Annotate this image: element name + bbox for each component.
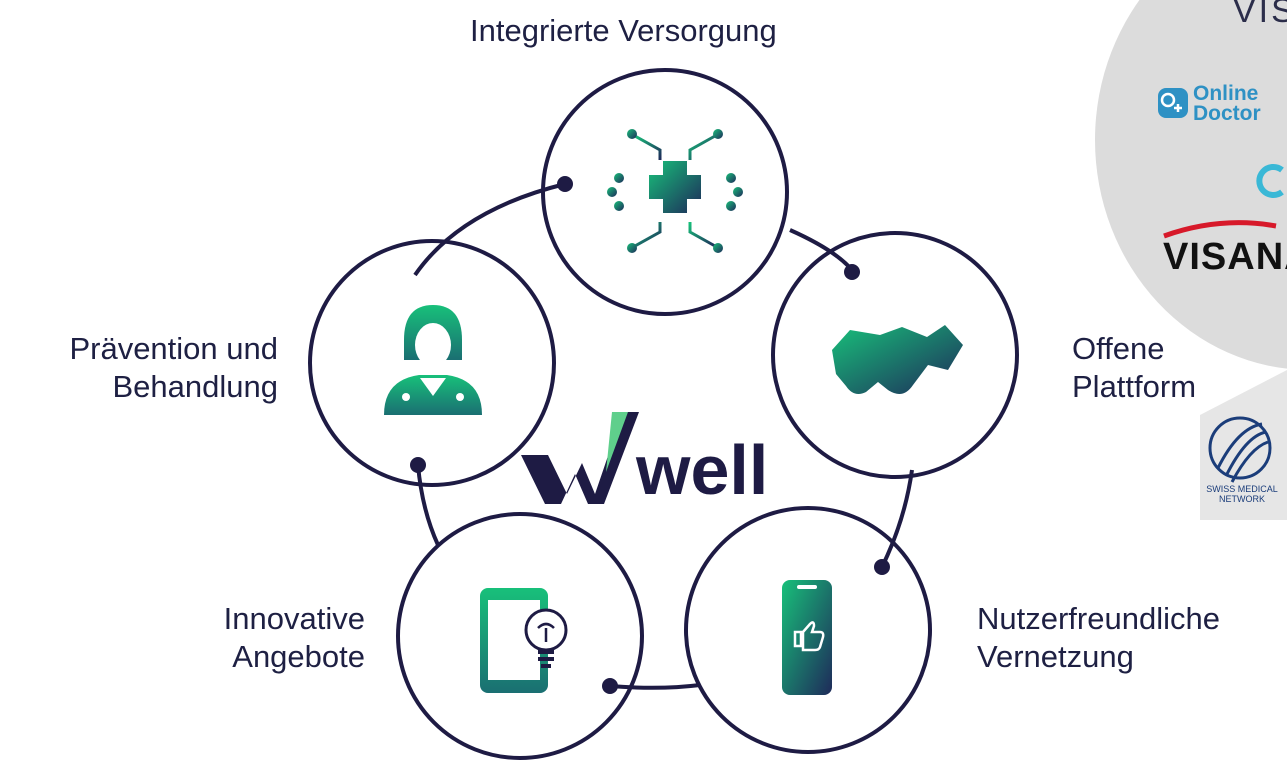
node-circle-vernetzung [684, 506, 932, 754]
online-doctor-logo [1158, 88, 1188, 118]
label-offene-line1: Offene [1072, 331, 1165, 366]
label-praevention-line1: Prävention und [69, 331, 278, 366]
visana-swoosh [1163, 220, 1277, 239]
label-integrierte-versorgung: Integrierte Versorgung [470, 13, 777, 48]
connector-dots [410, 176, 890, 694]
swiss-medical-text: SWISS MEDICAL NETWORK [1198, 484, 1286, 504]
well-logo: well [521, 412, 768, 509]
circuit-cross-icon [607, 129, 743, 253]
partner-panel [1095, 0, 1287, 520]
swiss-medical-line2: NETWORK [1219, 494, 1265, 504]
partner-top-fragment: VIS [1233, 0, 1287, 30]
phone-thumbs-up-icon [782, 580, 832, 695]
label-praevention: Prävention und Behandlung [10, 330, 278, 406]
label-nutzer-line2: Vernetzung [977, 639, 1134, 674]
well-logo-text: well [635, 431, 768, 509]
label-offene-line2: Plattform [1072, 369, 1197, 404]
doctor-icon [384, 305, 482, 415]
node-circle-integrierte [541, 68, 789, 316]
online-doctor-line2: Doctor [1193, 102, 1261, 125]
label-offene-plattform: Offene Plattform [1072, 330, 1196, 406]
visana-text: VISANA [1163, 236, 1287, 278]
node-circle-innovative [396, 512, 644, 760]
label-innovative-line1: Innovative [223, 601, 365, 636]
node-circle-praevention [308, 239, 556, 487]
label-innovative-angebote: Innovative Angebote [150, 600, 365, 676]
node-circles [308, 68, 1019, 760]
swiss-medical-icon [1208, 416, 1272, 483]
label-nutzer-line1: Nutzerfreundliche [977, 601, 1220, 636]
swiss-medical-line1: SWISS MEDICAL [1206, 484, 1278, 494]
online-doctor-text: Online Doctor [1193, 82, 1261, 125]
c-logo [1256, 164, 1284, 198]
handshake-icon [832, 325, 963, 394]
label-praevention-line2: Behandlung [112, 369, 279, 404]
label-innovative-line2: Angebote [232, 639, 365, 674]
tablet-lightbulb-icon [480, 588, 568, 693]
label-nutzerfreundliche-vernetzung: Nutzerfreundliche Vernetzung [977, 600, 1220, 676]
online-doctor-line1: Online [1193, 82, 1259, 105]
node-circle-offene [771, 231, 1019, 479]
